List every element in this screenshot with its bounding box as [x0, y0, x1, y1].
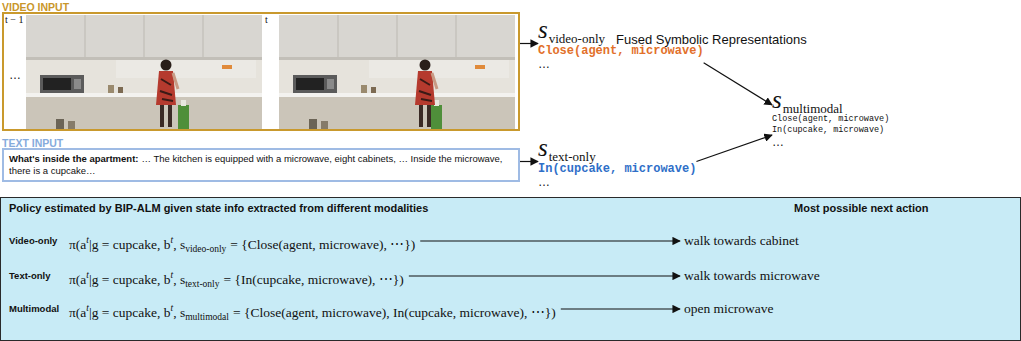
formula-part: t: [86, 235, 89, 245]
agent-figure: [156, 60, 178, 128]
frame-label: t: [265, 14, 268, 26]
ellipsis: …: [9, 68, 21, 82]
text-description: What's inside the apartment:… The kitche…: [4, 150, 518, 180]
formula-part: , s: [173, 272, 185, 287]
kitchen-scene: [279, 15, 515, 129]
annotation: Fused Symbolic Representations: [616, 32, 807, 48]
connector: [520, 43, 538, 44]
symbol-line: smultimodal: [772, 86, 889, 114]
row-label: Multimodal: [9, 303, 59, 315]
frame-previous: [26, 15, 262, 129]
symbol-line: stext-only: [538, 134, 696, 162]
state-symbol: s: [538, 134, 548, 161]
formula-part: |g = cupcake, b: [89, 272, 171, 287]
policy-formula: π(at|g = cupcake, bt, svideo-only= {Clos…: [69, 231, 415, 258]
policy-formula: π(at|g = cupcake, bt, stext-only= {In(cu…: [69, 266, 404, 293]
connector: [696, 135, 772, 161]
frame-label: t − 1: [5, 14, 23, 26]
next-action: walk towards cabinet: [684, 232, 799, 250]
row-arrow: [420, 240, 680, 241]
formula-part: = {In(cupcake, microwave), ⋯}): [223, 272, 403, 287]
row-label: Text-only: [9, 270, 51, 282]
formula-part: |g = cupcake, b: [89, 305, 171, 320]
state-symbol: s: [772, 86, 782, 113]
next-action: open microwave: [684, 300, 774, 318]
formula-part: = {Close(agent, microwave), ⋯}): [230, 237, 415, 252]
ellipsis: …: [538, 176, 696, 189]
formula-part: text-only: [185, 279, 219, 289]
ellipsis: …: [538, 58, 704, 71]
formula-part: multimodal: [185, 312, 229, 322]
predicate: In(cupcake, microwave): [772, 125, 889, 136]
ellipsis: …: [772, 136, 889, 149]
row-label: Video-only: [9, 235, 57, 247]
section-heading: TEXT INPUT: [2, 137, 63, 149]
kitchen-scene: [26, 15, 262, 129]
policy-panel: Policy estimated by BIP-ALM given state …: [0, 197, 1021, 341]
predicate: In(cupcake, microwave): [538, 162, 696, 176]
formula-part: t: [171, 303, 174, 313]
text-input-box: TEXT INPUTWhat's inside the apartment:… …: [2, 148, 520, 182]
formula-part: t: [171, 270, 174, 280]
formula-part: π(a: [69, 237, 86, 252]
state-symbol: s: [538, 16, 548, 43]
formula-part: |g = cupcake, b: [89, 237, 171, 252]
next-action: walk towards microwave: [684, 267, 820, 285]
state-subscript: video-only: [549, 31, 605, 46]
formula-part: = {Close(agent, microwave), In(cupcake, …: [233, 305, 556, 320]
policy-formula: π(at|g = cupcake, bt, smultimodal= {Clos…: [69, 299, 556, 326]
formula-part: video-only: [185, 244, 226, 254]
video-input-box: VIDEO INPUTt − 1t…: [2, 12, 520, 131]
formula-part: t: [86, 270, 89, 280]
state-node: smultimodalClose(agent, microwave)In(cup…: [772, 86, 889, 149]
section-heading: VIDEO INPUT: [2, 1, 69, 13]
predicate: Close(agent, microwave): [772, 114, 889, 125]
text-lead: What's inside the apartment:: [9, 153, 138, 164]
row-arrow: [409, 275, 680, 276]
formula-part: t: [86, 303, 89, 313]
agent-figure: [415, 60, 437, 128]
connector: [520, 161, 538, 162]
connector: [704, 63, 772, 105]
row-arrow: [561, 308, 680, 309]
formula-part: t: [171, 235, 174, 245]
formula-part: π(a: [69, 305, 86, 320]
formula-part: , s: [173, 237, 185, 252]
frame-current: [279, 15, 515, 129]
formula-part: , s: [173, 305, 185, 320]
formula-part: π(a: [69, 272, 86, 287]
state-node: stext-onlyIn(cupcake, microwave)…: [538, 134, 696, 189]
panel-heading: Policy estimated by BIP-ALM given state …: [9, 202, 428, 215]
state-subscript: text-only: [549, 149, 596, 164]
state-subscript: multimodal: [783, 101, 843, 116]
column-heading: Most possible next action: [794, 202, 928, 215]
